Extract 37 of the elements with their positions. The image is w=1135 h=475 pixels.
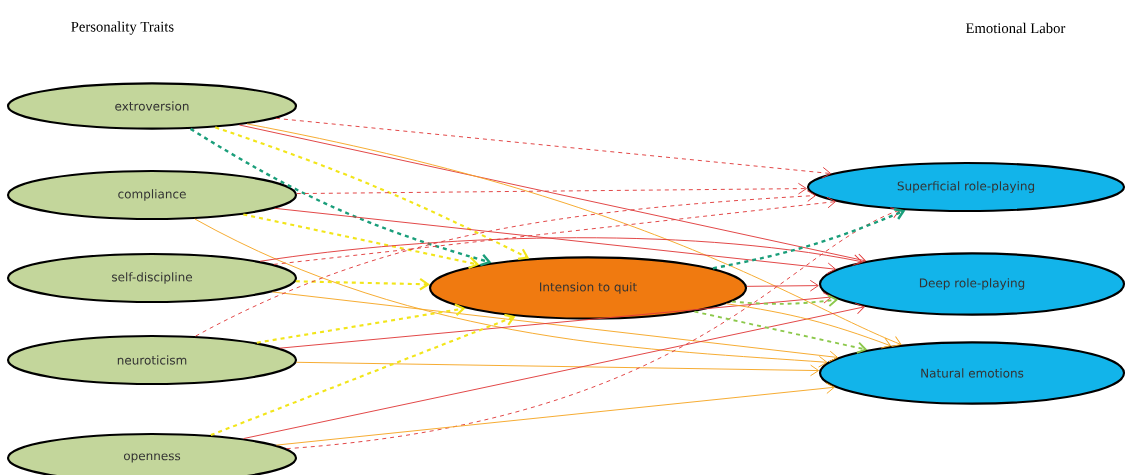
arrow	[296, 182, 807, 195]
arrow	[273, 196, 836, 265]
arrow	[259, 237, 863, 266]
arrow	[693, 310, 868, 354]
ellipse-node: Deep role-playing	[818, 252, 1126, 316]
ellipse-node: self-discipline	[6, 252, 298, 304]
arrow	[214, 126, 530, 260]
arrow	[275, 117, 832, 179]
arrow	[274, 207, 837, 275]
heading: Emotional Labor	[965, 22, 1066, 34]
arrow	[246, 123, 902, 347]
ellipse-node: neuroticism	[6, 334, 298, 386]
arrow	[296, 361, 820, 377]
arrow	[730, 294, 839, 307]
arrow	[256, 303, 466, 344]
ellipse-node: Intension to quit	[428, 256, 748, 320]
arrow	[189, 127, 492, 267]
arrow	[194, 218, 828, 368]
arrow	[725, 303, 891, 349]
arrow	[712, 208, 906, 270]
arrow	[243, 302, 865, 440]
ellipse-node: openness	[6, 432, 298, 475]
arrow	[286, 207, 901, 450]
arrow	[295, 277, 430, 291]
heading: Personality Traits	[71, 21, 174, 35]
arrow	[243, 213, 480, 269]
arrow	[195, 190, 816, 337]
arrow	[210, 313, 516, 437]
arrow	[272, 291, 839, 363]
ellipse-node: extroversion	[6, 82, 298, 130]
ellipse-node: compliance	[6, 169, 298, 221]
arrow	[275, 382, 835, 446]
ellipse-node: Natural emotions	[818, 341, 1126, 405]
ellipse-node: Superficial role-playing	[806, 161, 1126, 213]
arrow	[279, 292, 832, 349]
arrow	[238, 124, 866, 265]
arrow	[746, 279, 819, 292]
